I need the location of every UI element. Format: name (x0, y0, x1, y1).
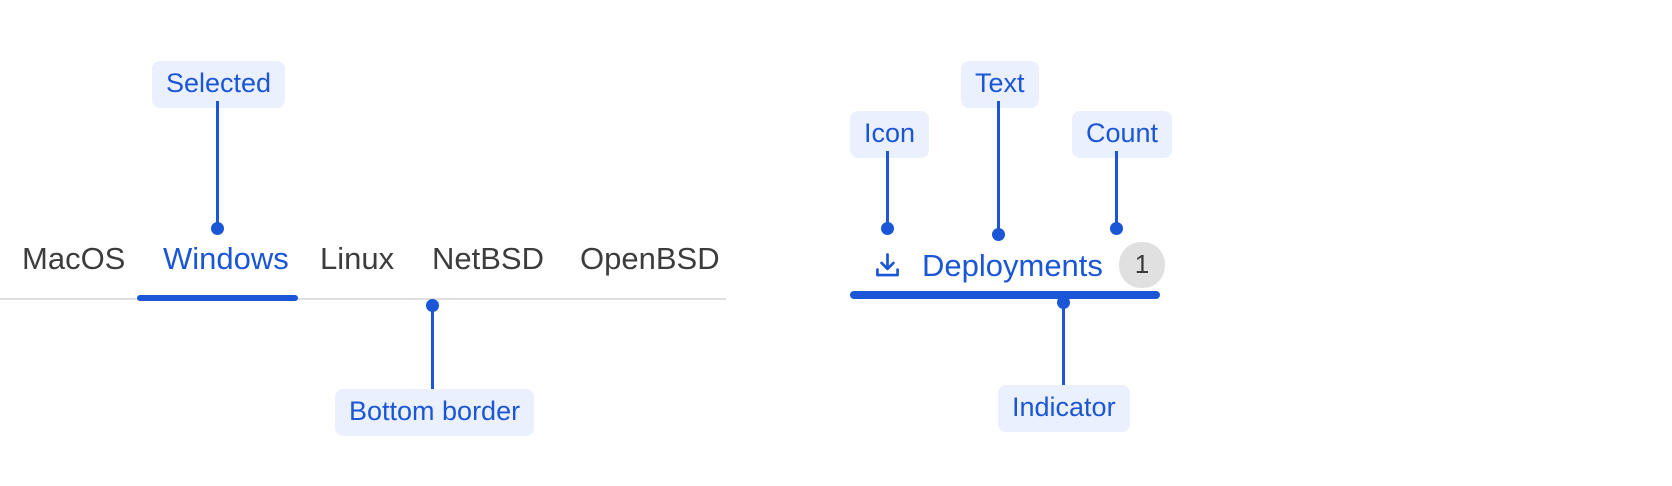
tab-macos[interactable]: MacOS (22, 241, 126, 276)
tab-openbsd[interactable]: OpenBSD (580, 241, 720, 276)
tab-netbsd[interactable]: NetBSD (432, 241, 544, 276)
annotation-label-selected: Selected (152, 61, 286, 108)
tab-deployments-indicator (850, 291, 1160, 299)
tab-strip-basic: MacOS Windows Linux NetBSD OpenBSD (0, 243, 726, 305)
annotation-label-bottom-border: Bottom border (335, 389, 535, 436)
annotation-label-icon: Icon (850, 111, 930, 158)
annotation-leader-line-selected (216, 101, 219, 231)
tab-deployments-count-badge: 1 (1118, 242, 1165, 288)
tab-linux[interactable]: Linux (320, 241, 395, 276)
tab-deployments-label: Deployments (922, 247, 1103, 283)
tab-selected-indicator (137, 295, 298, 301)
annotation-leader-line-bottom-border (431, 305, 434, 389)
tab-windows[interactable]: Windows (163, 241, 289, 276)
annotation-dot-text (992, 228, 1005, 241)
annotation-leader-line-icon (886, 151, 889, 231)
annotation-label-count: Count (1072, 111, 1173, 158)
annotation-dot-count (1110, 222, 1123, 235)
download-icon (876, 252, 899, 276)
annotation-leader-line-count (1115, 151, 1118, 231)
annotation-dot-icon (881, 222, 894, 235)
annotation-label-indicator: Indicator (998, 385, 1130, 432)
annotation-leader-line-indicator (1062, 302, 1065, 386)
tab-strip-bottom-border (0, 298, 726, 300)
tab-deployments-content: Deployments 1 (872, 242, 1165, 288)
annotation-dot-selected (211, 222, 224, 235)
annotation-label-text: Text (961, 61, 1039, 108)
annotation-leader-line-text (997, 101, 1000, 234)
